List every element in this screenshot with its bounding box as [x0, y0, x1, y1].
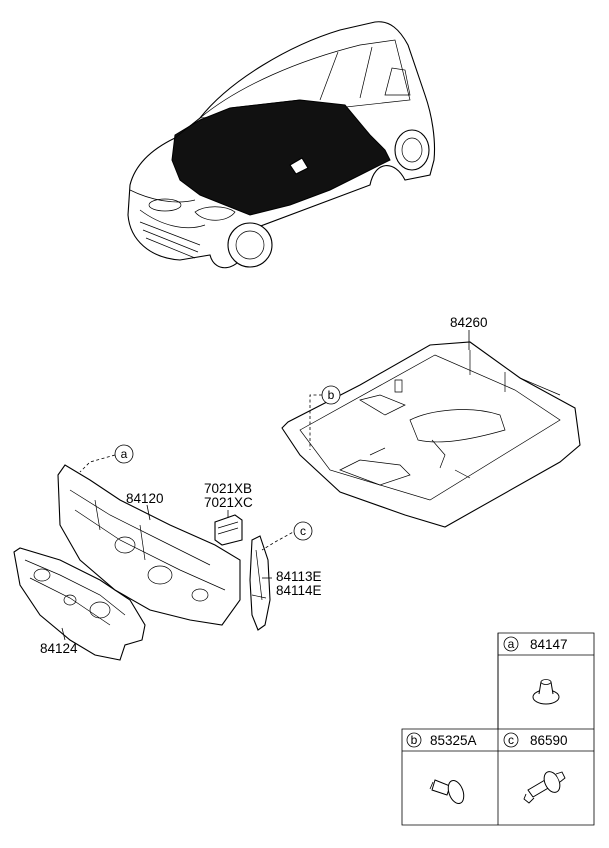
legend-b-part: 85325A: [430, 733, 477, 748]
legend-a-letter: a: [508, 637, 515, 651]
clip-85325A-icon: [429, 779, 465, 805]
label-7021XB: 7021XB: [204, 481, 252, 496]
dash-insulator-84124: [13, 547, 146, 661]
legend-b-header: b 85325A: [406, 732, 477, 748]
svg-text:b: b: [328, 388, 335, 402]
legend-a-part: 84147: [530, 637, 568, 652]
callout-b: b: [321, 385, 341, 405]
label-84120: 84120: [126, 491, 164, 506]
side-trim-84113E: [249, 535, 271, 631]
clip-84147-icon: [532, 679, 560, 705]
label-84124: 84124: [40, 641, 78, 656]
callout-c: c: [293, 521, 313, 541]
fastener-legend: a 84147 b 85325A c 86590: [401, 632, 595, 826]
callout-a: a: [114, 444, 134, 464]
dash-insulator-84120: [57, 464, 241, 626]
legend-a-header: a 84147: [503, 636, 568, 652]
legend-c-letter: c: [508, 733, 514, 747]
label-84114E: 84114E: [276, 583, 322, 598]
legend-c-header: c 86590: [503, 732, 568, 748]
legend-b-letter: b: [411, 733, 418, 747]
legend-c-part: 86590: [530, 733, 568, 748]
bracket-7021: [214, 514, 243, 546]
clip-86590-icon: [523, 771, 566, 804]
svg-text:a: a: [121, 447, 128, 461]
car-illustration: [127, 21, 436, 269]
floor-carpet: [281, 341, 581, 528]
label-84260: 84260: [450, 315, 488, 330]
label-7021XC: 7021XC: [204, 495, 253, 510]
svg-text:c: c: [300, 524, 306, 538]
leader-lines: [61, 330, 470, 641]
label-84113E: 84113E: [276, 569, 322, 584]
